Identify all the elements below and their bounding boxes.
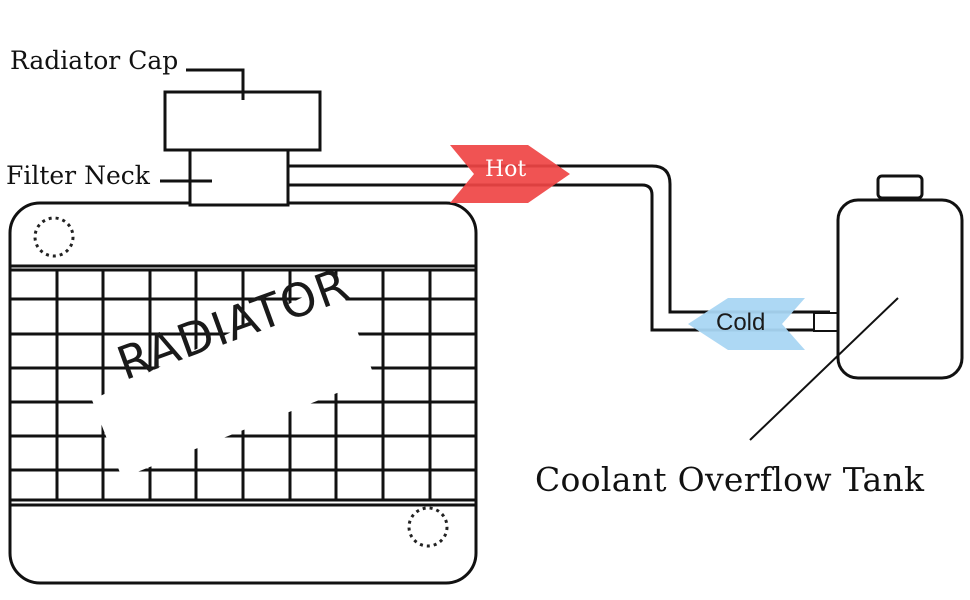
filter-neck-label: Filter Neck: [6, 161, 150, 190]
hot-flow-arrow: [450, 145, 570, 203]
tank-cap: [876, 174, 924, 200]
coolant-overflow-tank: [836, 198, 964, 380]
radiator-label-band: [92, 280, 375, 478]
overflow-hose-outer: [288, 164, 830, 314]
radiator-cap-leader: [186, 68, 245, 100]
tank-leader: [749, 297, 899, 441]
hot-label: Hot: [485, 157, 527, 182]
filter-neck: [188, 148, 290, 207]
overflow-hose-inner: [288, 183, 830, 332]
radiator-cap-label: Radiator Cap: [10, 46, 179, 75]
cold-flow-arrow: [688, 298, 805, 350]
cold-label: Cold: [716, 309, 766, 336]
coolant-overflow-tank-label: Coolant Overflow Tank: [535, 460, 925, 499]
radiator-cap: [163, 90, 322, 152]
tank-hose-connector: [813, 312, 841, 332]
top-plug-marker: [33, 216, 75, 258]
bottom-plug-marker: [407, 506, 449, 548]
